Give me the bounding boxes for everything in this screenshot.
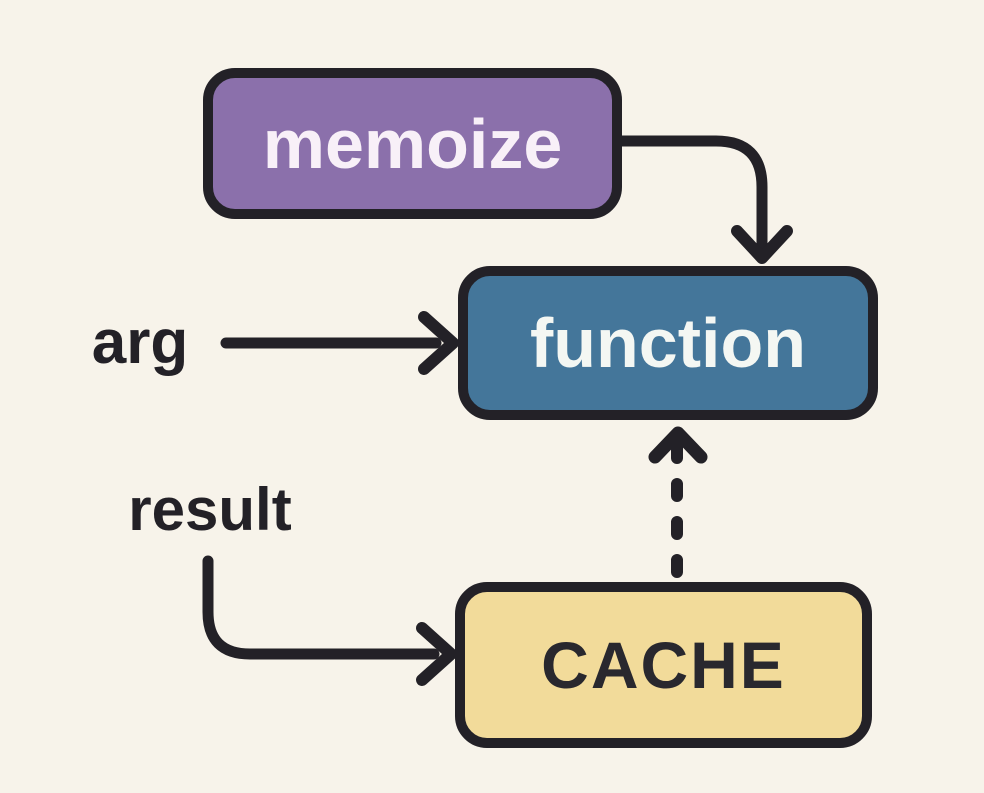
- edge-memoize-to-function-shaft: [614, 135, 768, 252]
- node-memoize: memoize: [203, 68, 622, 219]
- node-memoize-label: memoize: [262, 104, 563, 183]
- arrowhead-right-icon: [416, 622, 457, 686]
- label-result: result: [128, 476, 292, 543]
- node-cache: CACHE: [455, 582, 872, 748]
- label-arg: arg: [91, 308, 189, 377]
- arrowhead-right-icon: [418, 311, 459, 375]
- node-function-label: function: [529, 304, 807, 382]
- node-function: function: [458, 266, 878, 420]
- node-cache-label: CACHE: [541, 628, 786, 702]
- arrowhead-down-icon: [731, 225, 793, 264]
- edge-result-to-cache-shaft: [202, 555, 440, 660]
- arrowhead-up-icon: [648, 426, 708, 464]
